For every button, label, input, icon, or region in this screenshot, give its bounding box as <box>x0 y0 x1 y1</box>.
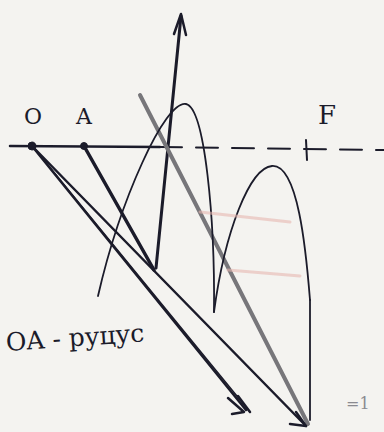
vertical-line <box>309 300 311 420</box>
arrow-head <box>290 412 306 426</box>
wave-curve <box>214 166 310 312</box>
axis-dashed <box>160 147 384 150</box>
arrow-head <box>228 396 250 414</box>
point-label: A <box>76 106 92 128</box>
ray <box>84 146 154 270</box>
point-dot <box>28 142 36 150</box>
ray <box>32 146 306 426</box>
arrow-head <box>174 14 186 35</box>
point-dot <box>81 143 88 150</box>
focus-tick <box>306 140 307 160</box>
point-label: O <box>24 106 42 128</box>
smudge <box>200 212 300 276</box>
vertical-arrow <box>156 16 181 268</box>
ray <box>34 148 250 412</box>
focus-label: F <box>318 102 336 128</box>
wave-curve <box>98 104 214 312</box>
note-text: OA - руцус <box>5 320 145 355</box>
note-mark: =1 <box>346 396 370 412</box>
